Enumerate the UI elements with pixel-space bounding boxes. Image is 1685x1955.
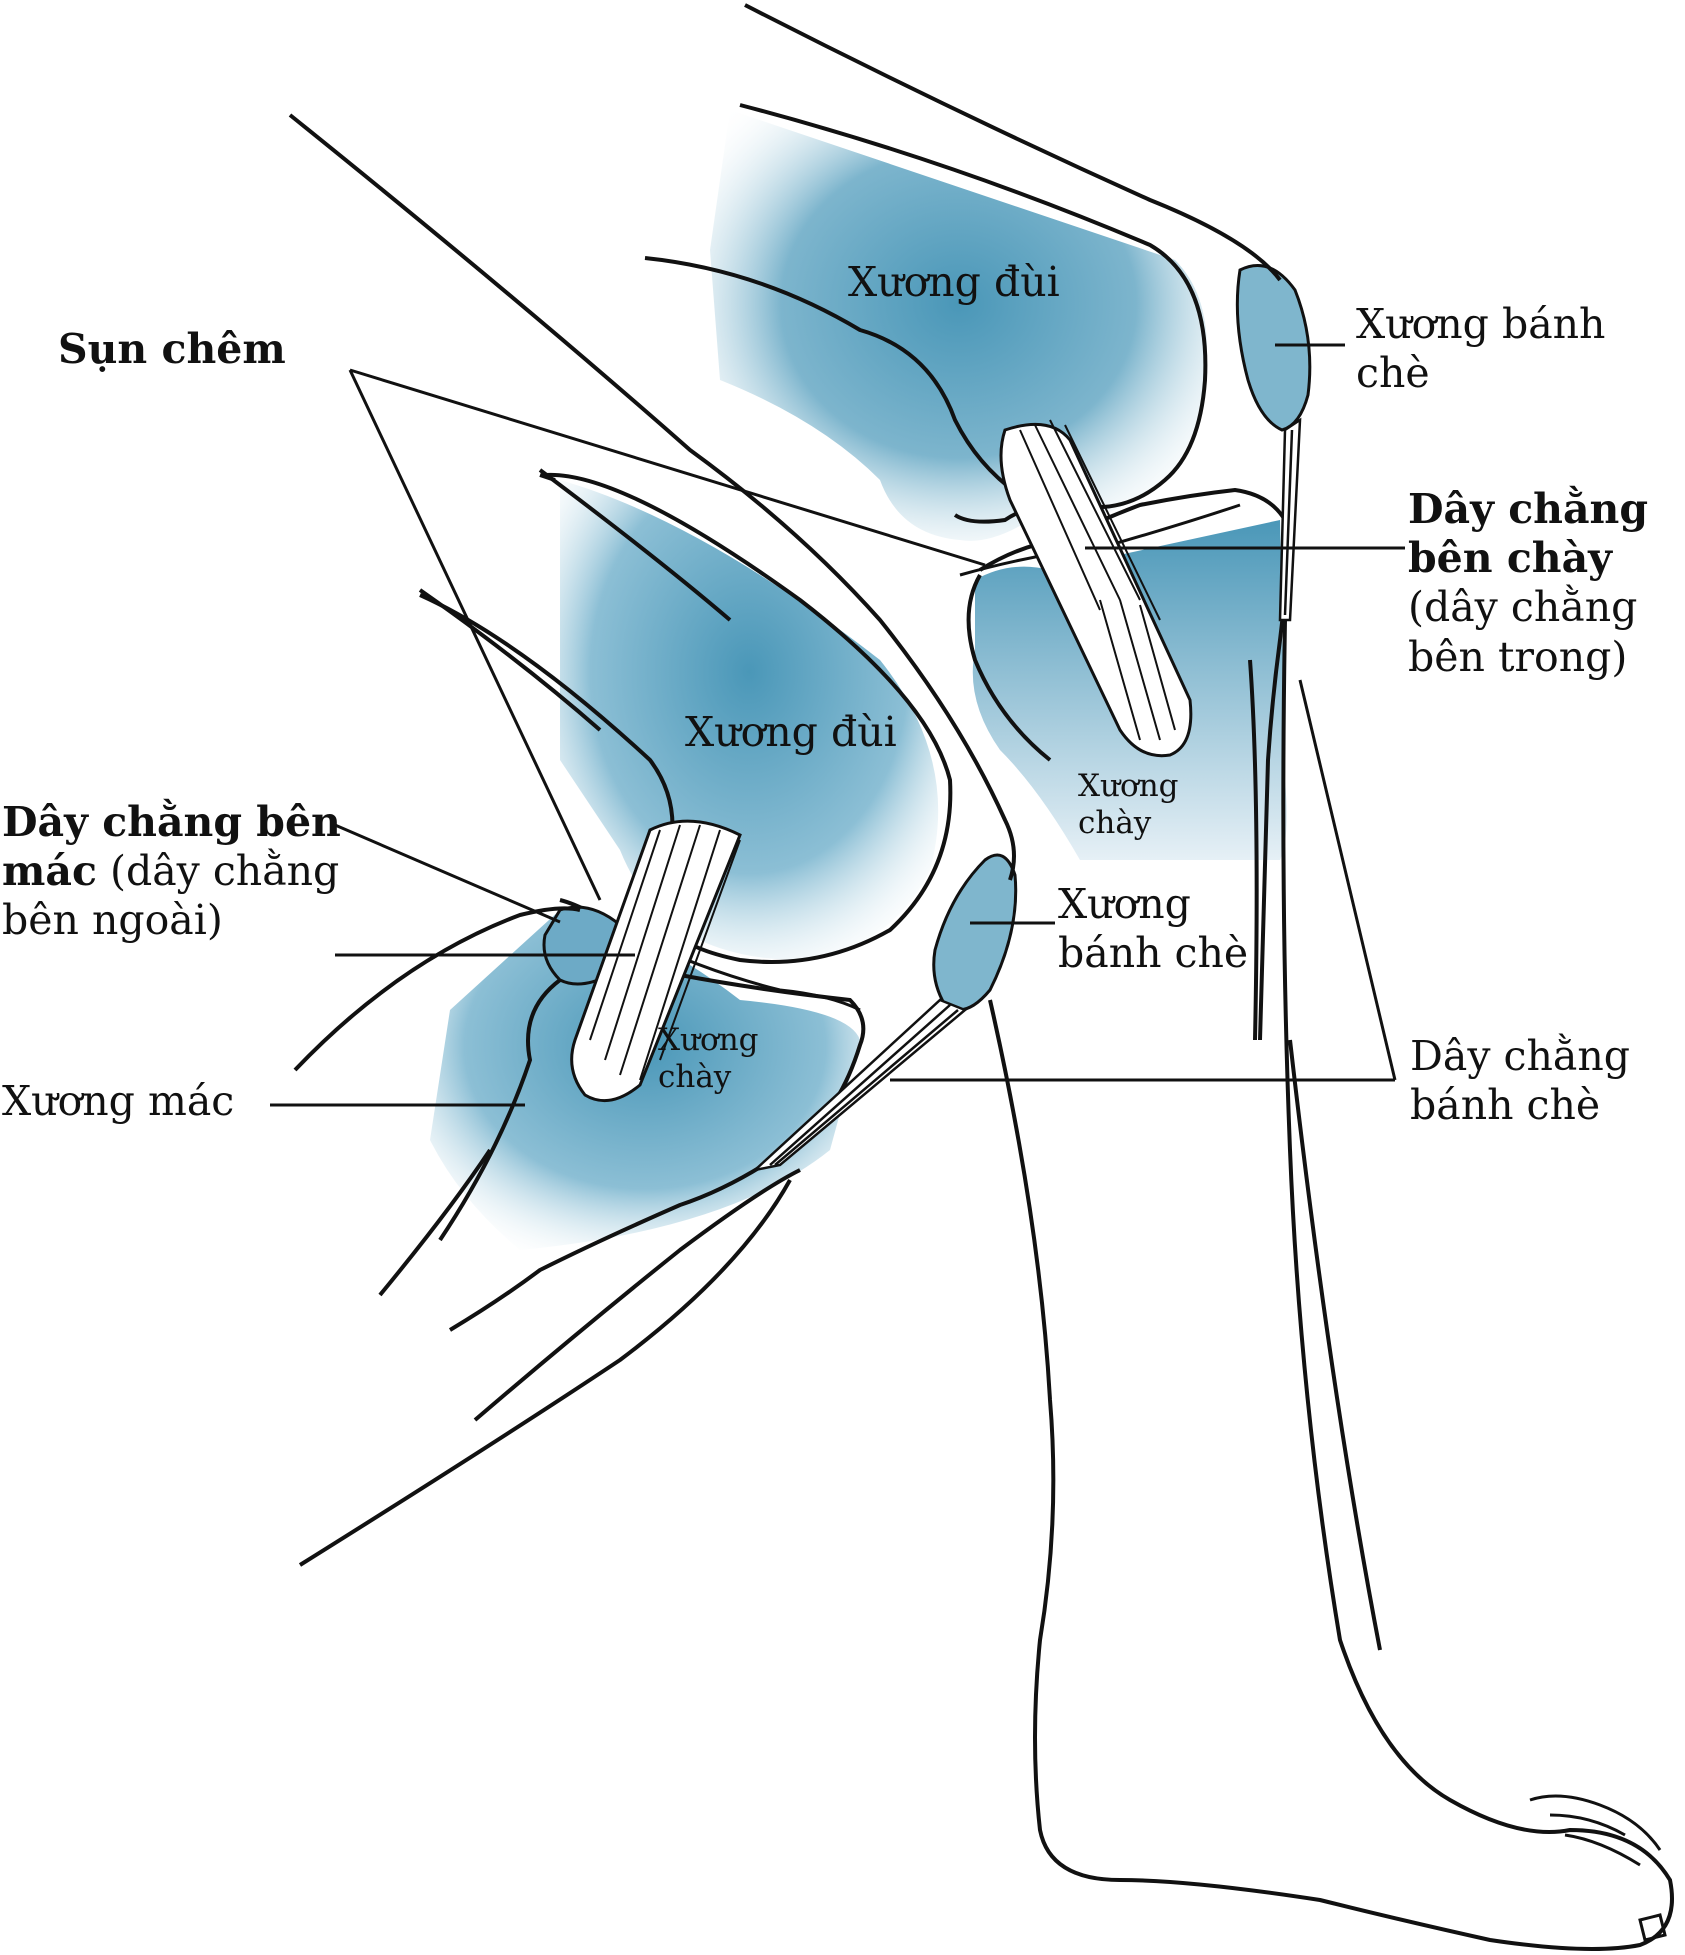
patella-upper bbox=[1235, 264, 1312, 432]
label-tibia-top-line2: chày bbox=[1078, 805, 1152, 842]
label-tibia-top-line1: Xương bbox=[1078, 768, 1179, 804]
label-patellar-ligament: Dây chằng bánh chè bbox=[1410, 1032, 1630, 1130]
label-lcl: Dây chằng bên mác (dây chằng bên ngoài) bbox=[2, 798, 341, 946]
label-tibia-bottom-line1: Xương bbox=[658, 1022, 759, 1058]
femur-lower-outline bbox=[544, 472, 953, 964]
label-patella-right: Xương bánh chè bbox=[1356, 300, 1605, 398]
label-tibia-top: Xương chày bbox=[1078, 768, 1179, 842]
label-patella-right-line1: Xương bánh bbox=[1356, 300, 1606, 348]
tibia-lower-shade bbox=[430, 910, 860, 1250]
label-mcl: Dây chằng bên chày (dây chằng bên trong) bbox=[1408, 485, 1648, 682]
label-femur-bottom: Xương đùi bbox=[685, 708, 897, 756]
leg-outline bbox=[288, 3, 1674, 1951]
label-patella-mid: Xương bánh chè bbox=[1058, 880, 1248, 978]
label-patella-mid-line2: bánh chè bbox=[1058, 929, 1249, 978]
lower-knee bbox=[419, 472, 1018, 1332]
cruciate-ligament-lower bbox=[570, 819, 742, 1103]
label-lcl-line1: Dây chằng bên bbox=[2, 798, 341, 846]
label-lcl-line2-normal: (dây chằng bbox=[96, 847, 340, 896]
cruciate-ligament-upper bbox=[999, 419, 1193, 758]
label-mcl-line1: Dây chằng bbox=[1408, 485, 1649, 533]
label-mcl-line2: bên chày bbox=[1408, 534, 1612, 583]
label-tibia-bottom-line2: chày bbox=[658, 1059, 732, 1096]
label-lcl-line2-bold: mác bbox=[2, 847, 97, 896]
label-menisci: Sụn chêm bbox=[58, 325, 286, 373]
label-femur-top: Xương đùi bbox=[848, 258, 1060, 306]
leader-lines bbox=[270, 343, 1405, 1107]
label-mcl-line4: bên trong) bbox=[1408, 632, 1628, 681]
label-patella-right-line2: chè bbox=[1356, 349, 1430, 398]
patella-lower bbox=[932, 853, 1018, 1012]
label-tibia-bottom: Xương chày bbox=[658, 1022, 759, 1096]
label-lcl-line3: bên ngoài) bbox=[2, 896, 223, 945]
label-patella-mid-line1: Xương bbox=[1058, 880, 1191, 928]
label-patellar-ligament-line2: bánh chè bbox=[1410, 1081, 1601, 1130]
upper-knee bbox=[644, 103, 1312, 1041]
patellar-ligament-upper bbox=[1278, 417, 1302, 622]
label-patellar-ligament-line1: Dây chằng bbox=[1410, 1032, 1630, 1080]
patellar-ligament-lower bbox=[750, 998, 968, 1173]
femur-upper-shade bbox=[710, 110, 1207, 541]
label-mcl-line3: (dây chằng bbox=[1408, 583, 1638, 632]
label-fibula: Xương mác bbox=[2, 1077, 235, 1125]
